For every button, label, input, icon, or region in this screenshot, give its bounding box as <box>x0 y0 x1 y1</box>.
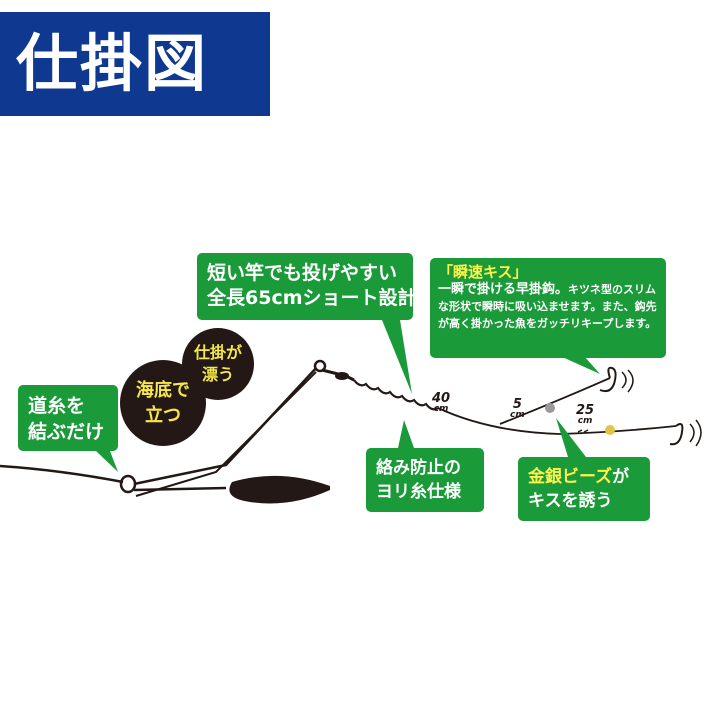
callout-rod: 短い竿でも投げやすい 全長65cmショート設計 <box>197 253 417 320</box>
measurement-value: 5 <box>512 397 522 412</box>
connector-ring <box>119 474 137 494</box>
lower-hook <box>669 423 684 446</box>
upper-branch <box>499 377 611 425</box>
callout-kisu-text: キツネ型のスリムな形状で瞬時に吸い込ませます。また、鈎先が高く掛かった魚をガッチ… <box>438 283 657 330</box>
upper-hook <box>599 366 617 393</box>
callout-beads: 金銀ビーズが キスを誘う <box>518 457 650 521</box>
callout-kisu-lead: 一瞬で掛ける早掛鈎。 <box>438 282 569 297</box>
callout-beads-highlight: 金銀ビーズ <box>528 467 613 487</box>
callout-floats-text-1: 仕掛が <box>193 343 242 362</box>
measurement-value: 25 <box>576 403 595 418</box>
lower-branch <box>559 425 677 435</box>
gold-bead <box>605 425 615 435</box>
callout-floats: 仕掛が 漂う <box>182 328 254 400</box>
wire-arm-inner <box>135 371 317 497</box>
callout-beads-suffix: が <box>612 467 630 487</box>
twisted-line <box>353 379 439 411</box>
callout-kisu-description: 一瞬で掛ける早掛鈎。キツネ型のスリムな形状で瞬時に吸い込ませます。また、鈎先が高… <box>438 281 660 332</box>
callout-main-line-text-1: 道糸を <box>28 395 86 417</box>
callout-rod-text-1: 短い竿でも投げやすい <box>207 262 398 284</box>
callout-seabed-text-2: 立つ <box>145 405 181 426</box>
wire-eye <box>313 359 327 373</box>
callout-beads-text-2: キスを誘う <box>528 491 613 511</box>
measurement-unit: cm <box>433 404 449 414</box>
pointer-main-line <box>96 451 118 472</box>
branch-knot <box>577 429 589 433</box>
callout-anti-tangle: 絡み防止の ヨリ糸仕様 <box>366 448 484 512</box>
callout-main-line-text-2: 結ぶだけ <box>28 421 105 443</box>
swivel-body <box>335 372 349 380</box>
sinker <box>229 475 330 504</box>
callout-kisu: 「瞬速キス」 一瞬で掛ける早掛鈎。キツネ型のスリムな形状で瞬時に吸い込ませます。… <box>430 258 666 358</box>
measurement-unit: cm <box>510 410 525 420</box>
callout-anti-tangle-text-1: 絡み防止の <box>376 458 461 478</box>
lower-hook-motion <box>689 419 702 447</box>
callout-seabed-text-1: 海底で <box>136 380 190 401</box>
callout-rod-text-2: 全長65cmショート設計 <box>207 287 417 309</box>
measurement-5cm: 5 cm <box>510 398 525 420</box>
measurement-unit: cm <box>577 416 593 426</box>
pointer-rod <box>382 320 412 394</box>
main-line <box>0 464 124 484</box>
callout-kisu-title: 「瞬速キス」 <box>438 263 528 281</box>
pointer-yori <box>398 420 414 448</box>
upper-hook-motion <box>621 369 634 393</box>
callout-floats-text-2: 漂う <box>201 365 234 384</box>
measurement-25cm: 25 cm <box>576 404 594 426</box>
leader-line <box>437 407 561 435</box>
pointer-beads <box>556 418 586 457</box>
page-title: 仕掛図 <box>16 27 209 100</box>
callout-beads-text-1: 金銀ビーズが <box>528 465 650 489</box>
measurement-40cm: 40 cm <box>432 392 450 414</box>
wire-arm <box>133 365 319 486</box>
callout-anti-tangle-text-2: ヨリ糸仕様 <box>376 482 461 502</box>
silver-bead <box>545 403 555 413</box>
callout-main-line: 道糸を 結ぶだけ <box>18 385 118 451</box>
pointer-kisu <box>560 356 600 374</box>
measurement-value: 40 <box>432 391 451 406</box>
sinker-arm <box>133 486 227 492</box>
title-banner: 仕掛図 <box>0 12 270 116</box>
